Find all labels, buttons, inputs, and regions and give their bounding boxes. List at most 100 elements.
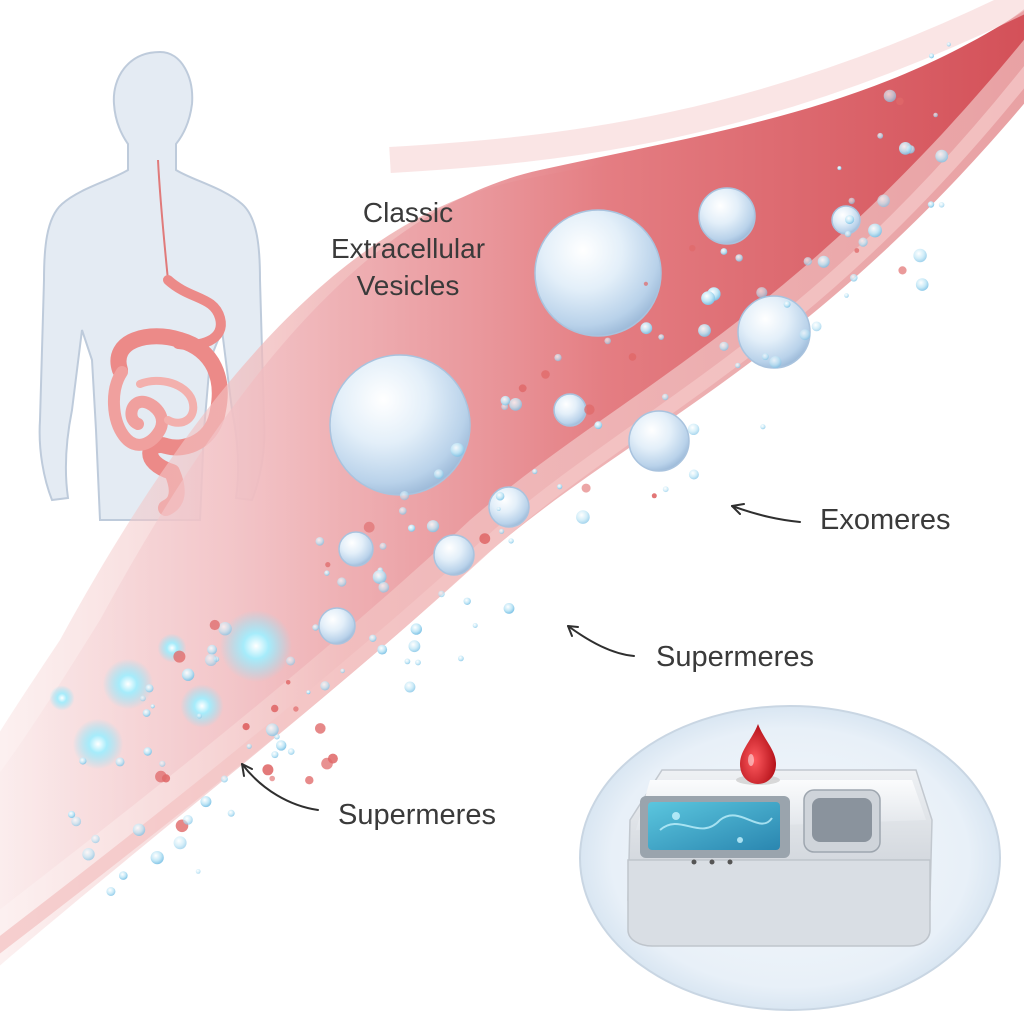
small-particle bbox=[218, 622, 232, 636]
small-particle bbox=[662, 486, 669, 493]
small-particle bbox=[415, 659, 421, 666]
small-particle bbox=[499, 528, 505, 534]
small-particle bbox=[472, 623, 478, 628]
red-particle bbox=[155, 770, 167, 783]
small-particle bbox=[410, 623, 422, 635]
arrow-supermeres-lower bbox=[241, 763, 319, 811]
arrow-exomeres bbox=[731, 505, 801, 523]
small-particle bbox=[762, 353, 769, 361]
vesicle bbox=[329, 354, 471, 496]
small-particle bbox=[204, 653, 218, 667]
small-particle bbox=[320, 681, 330, 691]
label-classic-line1: Classic bbox=[362, 197, 454, 228]
small-particle bbox=[503, 603, 515, 614]
vesicle bbox=[338, 531, 374, 567]
small-particle bbox=[306, 690, 311, 695]
small-particle bbox=[554, 354, 562, 362]
small-particle bbox=[159, 760, 166, 767]
small-particle bbox=[286, 656, 296, 666]
red-particle bbox=[262, 764, 274, 776]
small-particle bbox=[140, 695, 146, 702]
small-particle bbox=[935, 149, 949, 163]
small-particle bbox=[877, 194, 890, 208]
small-particle bbox=[271, 751, 279, 759]
small-particle bbox=[173, 836, 187, 850]
label-classic-extracellular-vesicles: Classic Extracellular Vesicles bbox=[318, 195, 498, 304]
small-particle bbox=[183, 815, 193, 825]
small-particle bbox=[132, 823, 146, 836]
small-particle bbox=[408, 640, 421, 653]
red-particle bbox=[628, 353, 637, 361]
arrow-supermeres-upper bbox=[567, 625, 635, 657]
red-particle bbox=[689, 245, 696, 252]
label-classic-line2: Extracellular bbox=[330, 233, 486, 265]
small-particle bbox=[883, 89, 897, 103]
small-particle bbox=[150, 704, 155, 709]
vesicle bbox=[628, 410, 690, 472]
small-particle bbox=[604, 337, 611, 345]
small-particle bbox=[500, 395, 511, 406]
small-particle bbox=[933, 112, 938, 118]
small-particle bbox=[509, 398, 522, 411]
annotation-arrows bbox=[241, 503, 801, 811]
red-particle bbox=[293, 706, 299, 712]
red-particle bbox=[643, 281, 649, 286]
small-particle bbox=[769, 356, 782, 369]
small-particle bbox=[115, 757, 125, 767]
small-particle bbox=[142, 709, 151, 717]
vesicle bbox=[318, 607, 356, 645]
small-particle bbox=[315, 537, 325, 546]
small-particle bbox=[408, 524, 416, 532]
label-classic-line3: Vesicles bbox=[356, 269, 460, 301]
exomere-glow bbox=[220, 610, 292, 682]
small-particle bbox=[913, 248, 927, 263]
small-particle bbox=[195, 869, 201, 874]
small-particle bbox=[508, 538, 514, 544]
small-particle bbox=[143, 747, 152, 756]
red-particle bbox=[479, 533, 491, 544]
small-particle bbox=[760, 424, 766, 430]
small-particle bbox=[495, 491, 505, 501]
small-particle bbox=[265, 723, 279, 737]
small-particle bbox=[426, 520, 440, 533]
small-particle bbox=[735, 362, 741, 369]
small-particle bbox=[71, 816, 82, 827]
small-particle bbox=[496, 507, 501, 511]
small-particle bbox=[858, 237, 868, 247]
small-particle bbox=[399, 507, 407, 515]
small-particle bbox=[701, 291, 715, 305]
red-particle bbox=[651, 493, 657, 499]
red-particle bbox=[269, 775, 276, 782]
small-particle bbox=[145, 684, 154, 693]
small-particle bbox=[181, 668, 195, 681]
small-particle bbox=[276, 740, 287, 751]
exomere-glow bbox=[49, 685, 75, 711]
small-particle bbox=[658, 334, 665, 340]
small-particle bbox=[938, 202, 945, 208]
small-particle bbox=[340, 668, 345, 674]
small-particle bbox=[719, 341, 729, 351]
small-particle bbox=[312, 624, 319, 631]
red-particle bbox=[271, 704, 279, 713]
small-particle bbox=[196, 713, 202, 719]
red-particle bbox=[581, 483, 591, 493]
small-particle bbox=[756, 287, 768, 299]
small-particle bbox=[817, 255, 830, 268]
small-particle bbox=[698, 324, 711, 337]
small-particle bbox=[720, 248, 728, 255]
small-particle bbox=[337, 577, 347, 587]
small-particle bbox=[68, 810, 76, 819]
small-particle bbox=[207, 644, 218, 655]
small-particle bbox=[803, 257, 812, 266]
small-particle bbox=[844, 230, 852, 238]
small-particle bbox=[119, 871, 128, 880]
vesicle bbox=[698, 187, 756, 245]
red-particle bbox=[363, 521, 375, 533]
small-particle bbox=[372, 570, 387, 584]
small-particle bbox=[848, 197, 855, 205]
small-particle bbox=[450, 443, 465, 457]
label-supermeres-lower: Supermeres bbox=[338, 799, 496, 831]
exomere-glow bbox=[72, 718, 124, 770]
small-particle bbox=[458, 655, 464, 662]
